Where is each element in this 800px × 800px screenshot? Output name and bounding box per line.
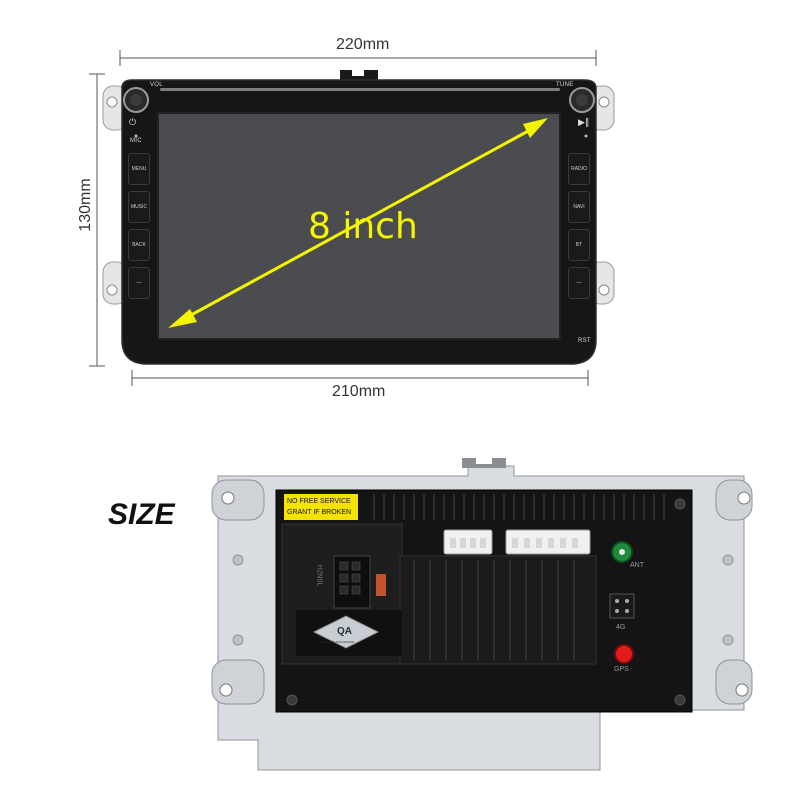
mic-label: MIC [130, 138, 142, 144]
qa-label: QA [337, 626, 352, 637]
ant-label: ANT [630, 562, 644, 569]
power-mute-icon[interactable]: ⏻ [129, 118, 137, 128]
tune-label: TUNE [556, 82, 574, 88]
screen-size-label: 8 inch [308, 206, 418, 247]
warning-sticker: NO FREE SERVICE GRANT IF BROKEN [284, 494, 358, 520]
bottom-width-label: 210mm [332, 383, 386, 400]
vol-label: VOL [150, 82, 163, 88]
port-code-label: H2N0L [315, 564, 323, 587]
size-heading: SIZE [108, 498, 175, 531]
blank-left-button[interactable]: — [128, 267, 150, 299]
navi-button[interactable]: NAVI [568, 191, 590, 223]
gps-port[interactable] [615, 645, 633, 663]
port-4g-label: 4G [616, 624, 626, 631]
4g-port[interactable] [610, 594, 634, 618]
qa-subtext: QUALITY ASSURANCE [322, 640, 355, 644]
warning-line-1: NO FREE SERVICE [287, 498, 351, 505]
menu-button[interactable]: MENU [128, 153, 150, 185]
music-button[interactable]: MUSIC [128, 191, 150, 223]
back-button[interactable]: BACK [128, 229, 150, 261]
top-width-label: 220mm [336, 36, 390, 53]
radio-button[interactable]: RADIO [568, 153, 590, 185]
bt-button[interactable]: BT [568, 229, 590, 261]
warning-line-2: GRANT IF BROKEN [287, 509, 352, 516]
blank-right-button[interactable]: — [568, 267, 590, 299]
rst-label: RST [578, 338, 591, 344]
play-pause-icon[interactable]: ▶‖ [578, 118, 590, 128]
antenna-port[interactable] [612, 542, 632, 562]
gps-label: GPS [614, 666, 629, 673]
